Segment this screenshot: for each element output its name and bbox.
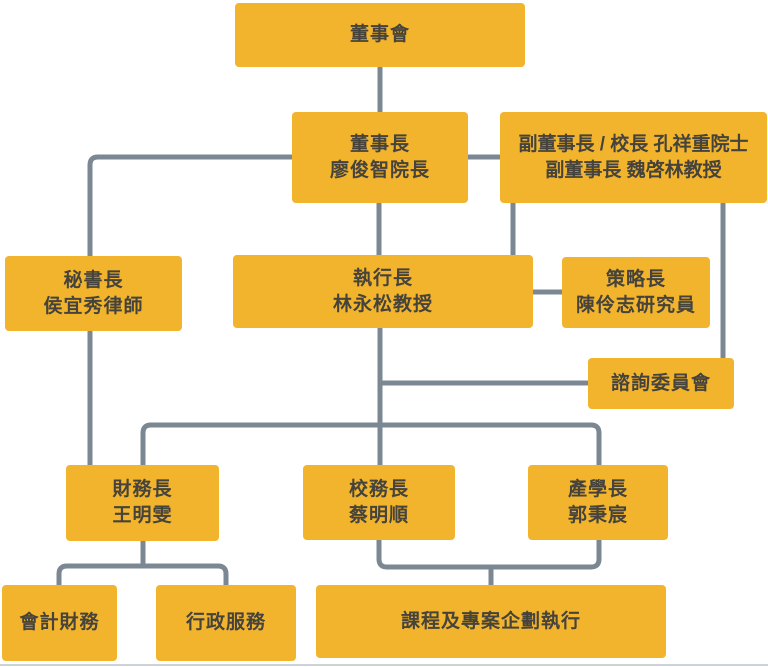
org-box-industry-academia: 產學長 郭秉宸: [528, 465, 668, 540]
org-box-label: 會計財務: [19, 612, 100, 633]
org-box-label: 廖俊智院長: [329, 159, 430, 181]
org-box-provost: 校務長 蔡明順: [303, 465, 455, 540]
org-box-label: 董事會: [349, 24, 410, 45]
bottom-divider-line: [0, 664, 768, 666]
org-box-program-execution: 課程及專案企劃執行: [316, 585, 666, 658]
connector-industry-program: [491, 540, 602, 570]
org-box-label: 副董事長 魏啓林教授: [545, 159, 722, 181]
org-box-label: 行政服務: [185, 612, 266, 633]
org-box-label: 財務長: [112, 479, 173, 500]
connector-provost-program: [376, 540, 491, 570]
org-box-label: 蔡明順: [348, 504, 409, 526]
org-box-label: 侯宜秀律師: [43, 295, 144, 317]
connector-rail-cfo-industry: [140, 422, 602, 465]
org-box-ceo: 執行長 林永松教授: [233, 255, 533, 328]
connector-cfo-children: [56, 563, 229, 585]
org-box-vice-chairman: 副董事長 / 校長 孔祥重院士 副董事長 魏啓林教授: [500, 112, 767, 203]
org-box-label: 產學長: [567, 478, 628, 500]
org-box-accounting-finance: 會計財務: [2, 585, 117, 661]
org-box-label: 王明雯: [112, 505, 173, 526]
org-box-label: 課程及專案企劃執行: [400, 610, 581, 632]
org-box-label: 執行長: [352, 267, 413, 289]
org-box-board: 董事會: [235, 3, 525, 67]
org-box-label: 諮詢委員會: [610, 372, 711, 394]
org-box-label: 董事長: [349, 133, 410, 155]
org-box-chairman: 董事長 廖俊智院長: [292, 112, 468, 203]
org-box-secretary-general: 秘書長 侯宜秀律師: [5, 256, 182, 331]
org-box-label: 策略長: [605, 268, 666, 290]
org-box-advisory-committee: 諮詢委員會: [588, 358, 734, 409]
org-box-label: 陳伶志研究員: [575, 294, 696, 316]
org-box-cso: 策略長 陳伶志研究員: [562, 257, 710, 328]
org-box-cfo: 財務長 王明雯: [66, 465, 219, 541]
connector-chairman-secretary: [87, 154, 292, 256]
org-box-label: 郭秉宸: [567, 504, 628, 526]
org-box-label: 林永松教授: [332, 293, 433, 315]
org-box-admin-services: 行政服務: [156, 585, 296, 661]
org-box-label: 副董事長 / 校長 孔祥重院士: [518, 133, 749, 155]
org-box-label: 秘書長: [63, 269, 124, 291]
org-box-label: 校務長: [348, 478, 409, 500]
